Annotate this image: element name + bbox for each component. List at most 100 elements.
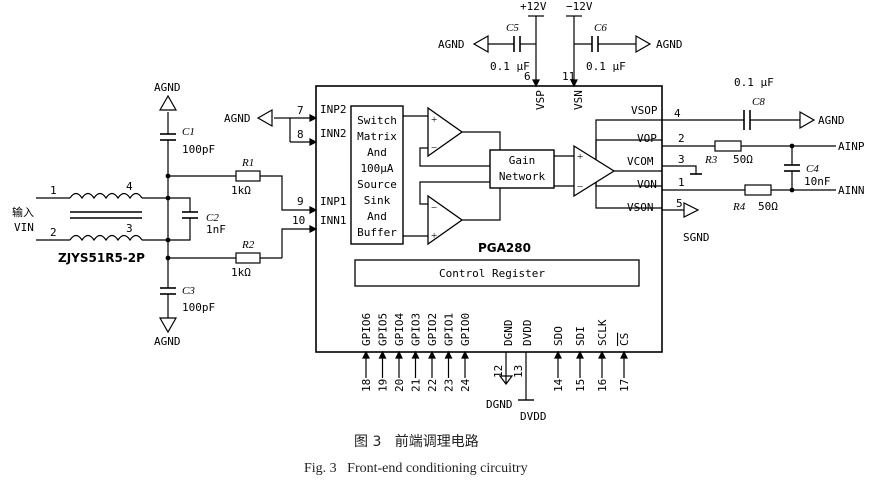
- svg-text:3: 3: [678, 153, 685, 166]
- dgnd-pin-num: 12: [492, 365, 505, 378]
- c2-label: C2: [206, 212, 219, 224]
- input-pin-1: 1: [50, 184, 57, 197]
- switch-matrix-text: Switch Matrix And 100μA Source Sink And …: [357, 114, 397, 239]
- gpio-pin-gpio5: GPIO5 19: [377, 313, 390, 392]
- svg-text:Sink: Sink: [364, 194, 391, 207]
- svg-text:100μA: 100μA: [360, 162, 393, 175]
- c1-label: C1: [182, 126, 195, 138]
- output-amp: [573, 144, 616, 198]
- c3-label: C3: [182, 285, 195, 297]
- r4-value: 50Ω: [758, 200, 778, 213]
- choke-winding-bottom: [69, 234, 143, 242]
- input-label-cn: 输入: [12, 205, 34, 219]
- input-amp-upper: [427, 106, 464, 158]
- svg-text:Buffer: Buffer: [357, 226, 397, 239]
- svg-text:INN1: INN1: [320, 214, 347, 227]
- r2-label: R2: [241, 239, 255, 251]
- gpio-pin-num: 24: [459, 378, 472, 392]
- svg-text:And: And: [367, 146, 387, 159]
- agnd-c5-label: AGND: [438, 38, 465, 51]
- sgnd-label: SGND: [683, 231, 710, 244]
- gpio-pin-num: 21: [410, 379, 423, 392]
- svg-text:INN2: INN2: [320, 127, 347, 140]
- spi-pin-num: 15: [574, 379, 587, 392]
- svg-text:VSON: VSON: [627, 201, 654, 214]
- gpio-pin-num: 23: [443, 379, 456, 392]
- agnd-bottom-label: AGND: [154, 335, 181, 348]
- c5-label: C5: [506, 22, 519, 34]
- gpio-pin-name: GPIO1: [443, 313, 456, 346]
- svg-text:5: 5: [676, 197, 683, 210]
- agnd-c6-flag: [635, 34, 652, 54]
- agnd-c5-flag: [472, 34, 489, 54]
- sgnd-flag: [683, 202, 700, 218]
- ainn-label: AINN: [838, 184, 865, 197]
- chip-name: PGA280: [478, 241, 531, 255]
- gpio-pin-num: 20: [393, 379, 406, 392]
- agnd-left-label: AGND: [224, 112, 251, 125]
- c8-label: C8: [752, 96, 765, 108]
- svg-text:+: +: [577, 151, 583, 163]
- right-pins: VSOP VOP VCOM VON VSON 4 2 3 1 5: [627, 104, 745, 214]
- c4-label: C4: [806, 163, 819, 175]
- gpio-pin-name: GPIO5: [377, 313, 390, 346]
- gain-network-block: [489, 149, 555, 189]
- svg-text:VCOM: VCOM: [627, 155, 654, 168]
- dgnd-pin-name: DGND: [502, 320, 515, 347]
- agnd-c6-label: AGND: [656, 38, 683, 51]
- svg-text:INP1: INP1: [320, 195, 347, 208]
- agnd-bottom-flag: [158, 317, 178, 334]
- c5-value: 0.1 μF: [490, 60, 530, 73]
- svg-text:And: And: [367, 210, 387, 223]
- svg-text:INP2: INP2: [320, 103, 347, 116]
- vsn-pin-num: 11: [562, 70, 575, 83]
- control-register-label: Control Register: [439, 267, 545, 280]
- r3-resistor: [714, 140, 742, 152]
- svg-text:−: −: [577, 181, 583, 193]
- svg-text:9: 9: [297, 195, 304, 208]
- svg-text:Source: Source: [357, 178, 397, 191]
- dvdd-pin-name: DVDD: [521, 320, 534, 347]
- vsn-pin-name: VSN: [572, 90, 585, 110]
- dvdd-pin-num: 13: [512, 365, 525, 378]
- spi-pin-num: 16: [596, 379, 609, 392]
- spi-pin-name: CS: [618, 333, 631, 346]
- agnd-top-flag: [158, 94, 178, 111]
- svg-text:7: 7: [297, 104, 304, 117]
- choke-pin-4: 4: [126, 180, 133, 193]
- gpio-pin-name: GPIO4: [393, 313, 406, 346]
- agnd-c8-label: AGND: [818, 114, 845, 127]
- pga280-body: [315, 85, 663, 353]
- vsn-net: −12V: [566, 0, 593, 13]
- r4-resistor: [744, 184, 772, 196]
- switch-matrix-block: [350, 105, 404, 245]
- svg-text:Switch: Switch: [357, 114, 397, 127]
- gain-network-label-1: Gain: [509, 154, 536, 167]
- input-amp-lower: [427, 194, 464, 246]
- c6-label: C6: [594, 22, 607, 34]
- gpio-pin-num: 19: [377, 379, 390, 392]
- agnd-left-flag: [256, 108, 273, 128]
- input-pin-2: 2: [50, 226, 57, 239]
- caption-cn: 图 3 前端调理电路: [354, 433, 479, 450]
- input-label: VIN: [14, 221, 34, 234]
- spi-pin-cs: CS 17: [618, 333, 631, 392]
- choke-pin-3: 3: [126, 222, 133, 235]
- spi-pin-num: 17: [618, 379, 631, 392]
- agnd-c8-flag: [799, 110, 816, 130]
- svg-text:1: 1: [678, 176, 685, 189]
- c6-value: 0.1 μF: [586, 60, 626, 73]
- r1-resistor: [235, 170, 261, 182]
- c1-value: 100pF: [182, 143, 215, 156]
- r2-resistor: [235, 252, 261, 264]
- gpio-pin-name: GPIO6: [360, 313, 373, 346]
- c8-value: 0.1 μF: [734, 76, 774, 89]
- svg-text:Matrix: Matrix: [357, 130, 397, 143]
